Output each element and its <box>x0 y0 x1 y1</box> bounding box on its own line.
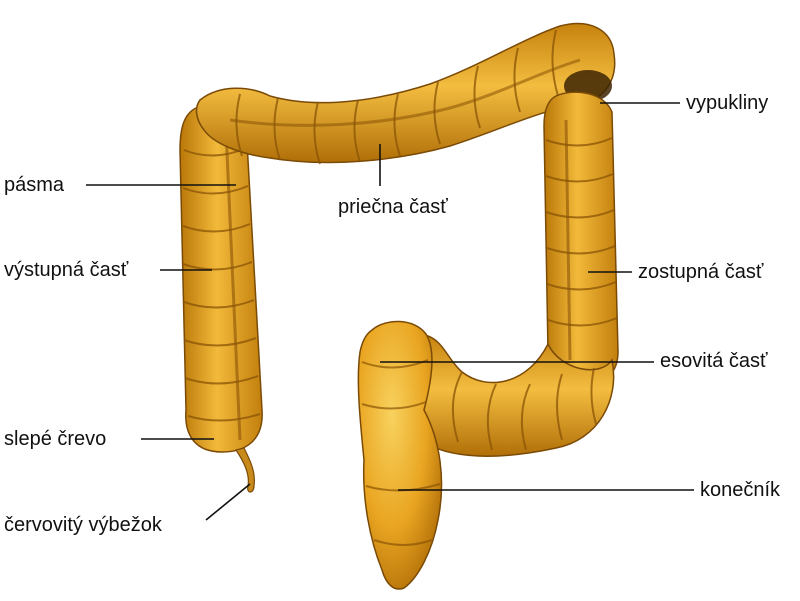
leader-cervovity <box>205 483 251 521</box>
appendix <box>235 447 255 493</box>
label-pasma: pásma <box>4 174 65 196</box>
label-slepe-crevo: slepé črevo <box>4 428 107 450</box>
ascending-colon <box>179 102 263 453</box>
descending-colon <box>543 91 619 385</box>
label-esovita-cast: esovitá časť <box>660 350 768 372</box>
label-zostupna-cast: zostupná časť <box>638 261 764 283</box>
label-konecnik: konečník <box>700 479 781 501</box>
label-vystupna-cast: výstupná časť <box>4 259 129 281</box>
label-vypukliny: vypukliny <box>686 92 769 114</box>
label-priecna-cast: priečna časť <box>338 196 448 218</box>
label-cervovity-vybezok: červovitý výbežok <box>4 514 162 536</box>
rectum <box>357 320 443 590</box>
leader-lines <box>86 102 694 521</box>
